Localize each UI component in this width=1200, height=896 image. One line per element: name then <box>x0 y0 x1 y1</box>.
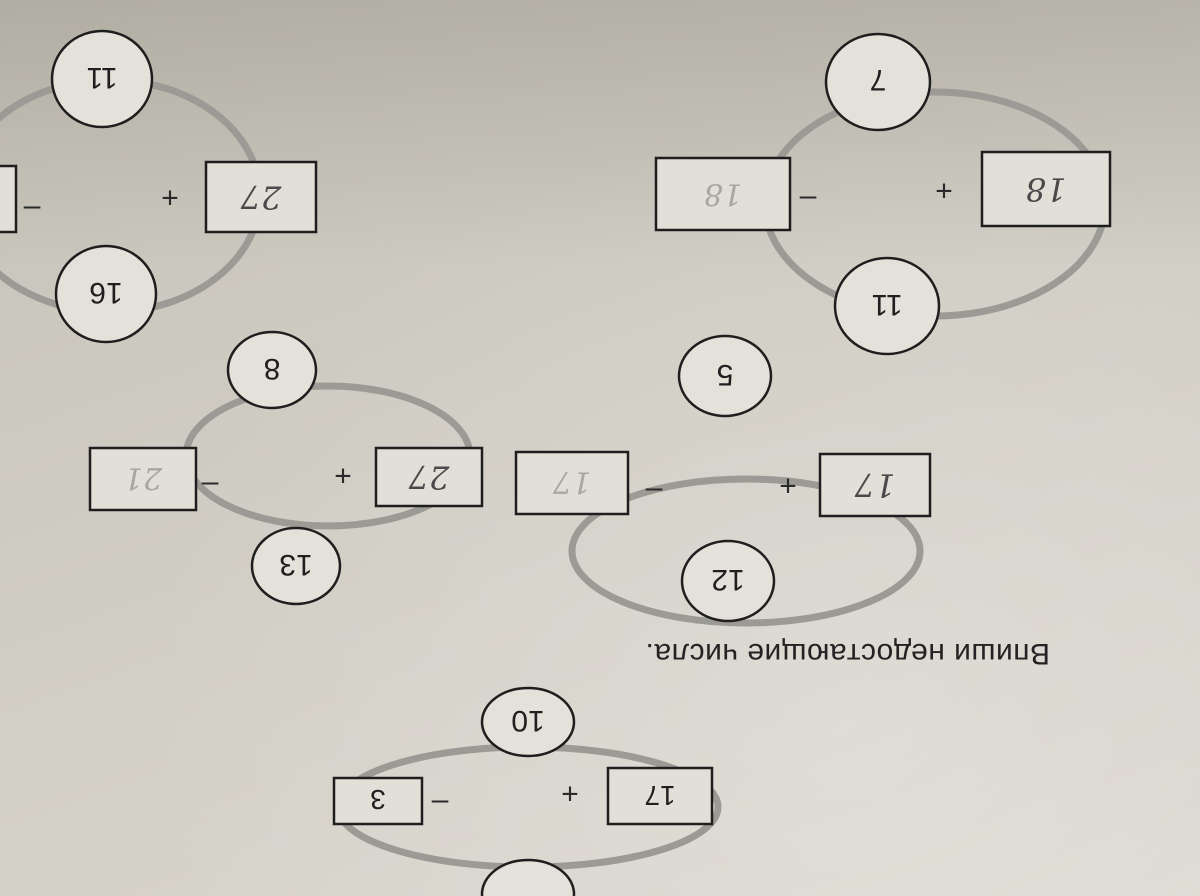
puzzle-a-ring <box>568 475 924 627</box>
puzzle-c-box-add-label: 18 <box>1026 170 1067 208</box>
puzzle-d-op-add: + <box>161 181 179 214</box>
puzzle-b-op-sub: – <box>201 469 218 502</box>
puzzle-d-node-bottom-label: 11 <box>86 61 117 94</box>
puzzle-b-node-bottom <box>226 330 318 410</box>
puzzle-c-op-sub: – <box>799 183 816 216</box>
example-box-sub-label: 3 <box>370 784 386 815</box>
puzzle-a-op-sub: – <box>645 475 662 508</box>
puzzle-c-node-bottom <box>824 32 932 132</box>
example-node-top <box>480 686 576 758</box>
example-puzzle: 10 17 + – 3 <box>332 686 722 896</box>
puzzle-a-box-add-label: 17 <box>854 466 895 504</box>
puzzle-c-box-sub <box>654 156 792 232</box>
example-node-bottom <box>480 858 576 896</box>
puzzle-d-box-add-label: 27 <box>240 178 282 216</box>
example-node-top-label: 10 <box>511 704 544 737</box>
puzzle-c-box-sub-label: 18 <box>704 176 742 211</box>
puzzle-a-op-add: + <box>779 469 797 502</box>
puzzle-b-box-add-label: 27 <box>408 458 450 496</box>
example-box-add <box>606 766 714 826</box>
puzzle-b-box-sub-label: 21 <box>124 460 163 495</box>
puzzle-d-node-top-label: 16 <box>89 276 122 309</box>
example-op-sub: – <box>431 787 448 820</box>
puzzle-c: 11 7 18 + – 18 <box>654 32 1112 356</box>
puzzle-c-node-top <box>833 256 941 356</box>
puzzle-a-node-bottom <box>677 334 773 418</box>
example-op-add: + <box>561 777 579 810</box>
puzzle-c-node-top-label: 11 <box>871 288 902 321</box>
puzzle-d: 16 11 27 + – <box>0 29 318 344</box>
puzzle-d-op-sub: – <box>23 193 40 226</box>
puzzle-b-node-top-label: 13 <box>279 548 312 581</box>
puzzle-a-box-sub-label: 17 <box>552 464 591 499</box>
puzzle-c-op-add: + <box>935 174 953 207</box>
puzzle-a-node-top-label: 12 <box>711 563 744 596</box>
puzzle-d-node-top <box>54 244 158 344</box>
puzzle-b-box-sub <box>88 446 198 512</box>
puzzle-c-node-bottom-label: 7 <box>870 63 887 96</box>
puzzle-d-box-add <box>204 160 318 234</box>
puzzle-a-node-top <box>680 539 776 623</box>
puzzle-d-node-bottom <box>50 29 154 129</box>
puzzle-b-node-top <box>250 526 342 606</box>
puzzle-a-box-add <box>818 452 932 518</box>
puzzle-b-op-add: + <box>334 459 352 492</box>
puzzle-b-box-add <box>374 446 484 508</box>
puzzle-d-box-sub <box>0 164 18 234</box>
puzzle-a: 12 5 17 + – 17 <box>514 334 932 627</box>
example-box-add-label: 17 <box>644 780 675 811</box>
puzzle-c-box-add <box>980 150 1112 228</box>
puzzle-a-box-sub <box>514 450 630 516</box>
puzzle-b: 13 8 27 + – 21 <box>88 330 484 606</box>
puzzle-a-node-bottom-label: 5 <box>717 358 734 391</box>
example-box-sub <box>332 776 424 826</box>
puzzle-b-node-bottom-label: 8 <box>264 352 281 385</box>
